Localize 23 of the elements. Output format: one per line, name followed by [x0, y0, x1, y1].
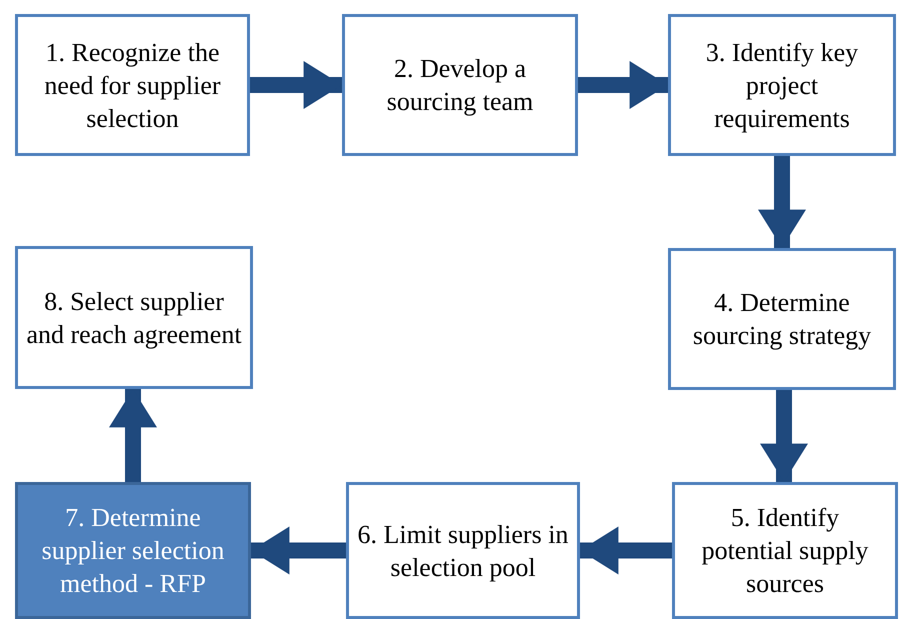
arrow — [109, 389, 157, 482]
step-text: 7. Determine supplier selection method - RFP — [40, 502, 226, 600]
step-text: 3. Identify key project requirements — [704, 36, 860, 134]
arrow — [758, 156, 806, 248]
process-box — [668, 248, 896, 390]
arrow — [578, 61, 668, 109]
process-box — [342, 14, 578, 156]
arrow — [760, 390, 808, 482]
step-text: 4. Determine sourcing strategy — [692, 287, 872, 352]
process-box — [15, 246, 253, 389]
process-box — [668, 14, 896, 156]
arrow — [251, 526, 346, 574]
step-text: 2. Develop a sourcing team — [386, 53, 534, 118]
arrow — [250, 61, 342, 109]
step-text: 1. Recognize the need for supplier selection — [43, 36, 222, 134]
step-text: 5. Identify potential supply sources — [700, 502, 870, 600]
arrow — [580, 526, 672, 574]
process-box — [346, 482, 580, 619]
process-box — [15, 482, 251, 619]
step-text: 6. Limit suppliers in selection pool — [357, 518, 569, 584]
process-box — [15, 14, 250, 156]
step-text: 8. Select supplier and reach agreement — [26, 286, 242, 350]
process-box — [672, 482, 898, 619]
